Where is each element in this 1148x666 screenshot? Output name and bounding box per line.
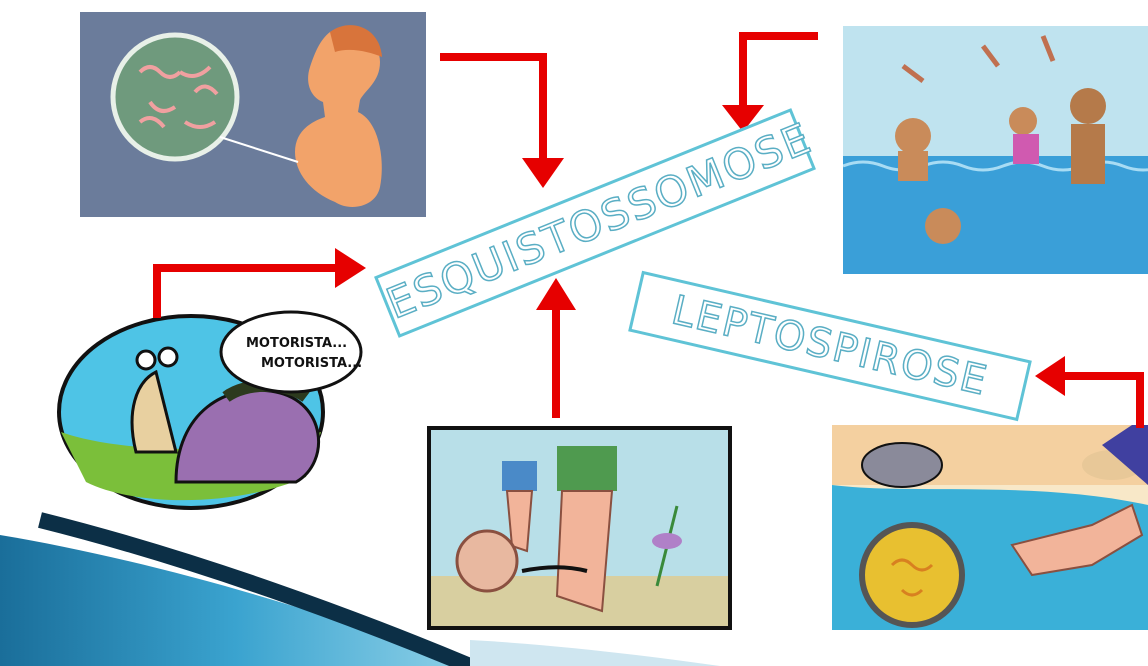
arrow-from-top-right [743,36,818,110]
arrow-from-top-left [440,57,543,165]
arrow-from-rat [1060,376,1140,428]
arrow-from-snail [157,268,340,318]
